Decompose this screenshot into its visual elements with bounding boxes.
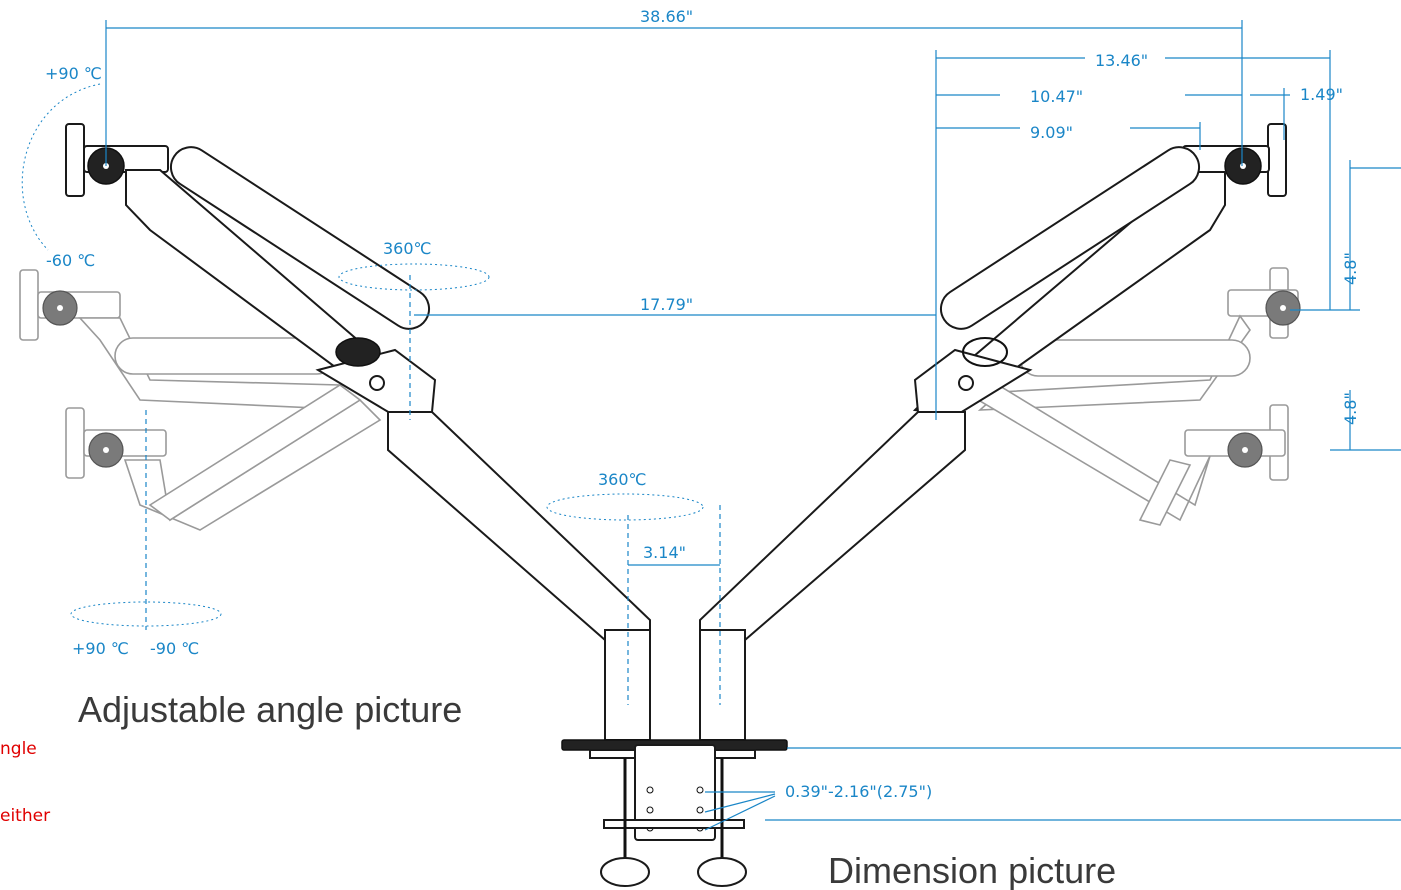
overall-width-label: 38.66": [640, 7, 693, 26]
cropped-text-line-2: either: [0, 806, 50, 826]
rotate-top-label: 360℃: [383, 239, 432, 258]
rotate-base-label: 360℃: [598, 470, 647, 489]
reach-mid-label: 10.47": [1030, 87, 1083, 106]
height-step-2-label: 4.8": [1341, 392, 1360, 425]
reach-short-label: 9.09": [1030, 123, 1073, 142]
desk-clamp: [561, 739, 788, 887]
right-arm-ghost-positions: [968, 267, 1301, 526]
left-arm-ghost-positions: [19, 269, 382, 531]
offset-small-label: 1.49": [1300, 85, 1343, 104]
base-spacing-label: 3.14": [643, 543, 686, 562]
tilt-up-label: +90 ℃: [45, 64, 102, 83]
swivel-right-label: -90 ℃: [150, 639, 199, 658]
height-step-1-label: 4.8": [1341, 252, 1360, 285]
angle-labels: +90 ℃ -60 ℃ 360℃ 360℃ +90 ℃ -90 ℃: [45, 64, 647, 658]
clamp-range-label: 0.39"-2.16"(2.75"): [785, 782, 932, 801]
dimension-caption: Dimension picture: [828, 850, 1116, 890]
right-arm: [912, 123, 1287, 452]
swivel-left-label: +90 ℃: [72, 639, 129, 658]
adjustable-angle-caption: Adjustable angle picture: [78, 689, 462, 730]
tilt-down-label: -60 ℃: [46, 251, 95, 270]
dimension-lines: [21, 20, 1401, 831]
pole-spacing-label: 17.79": [640, 295, 693, 314]
arm-reach-label: 13.46": [1095, 51, 1148, 70]
center-base-arms: [387, 411, 966, 741]
cropped-text-line-1: ngle: [0, 739, 37, 759]
dimension-labels: 38.66" 13.46" 10.47" 9.09" 1.49" 17.79" …: [640, 7, 1360, 801]
left-arm: [65, 123, 437, 452]
